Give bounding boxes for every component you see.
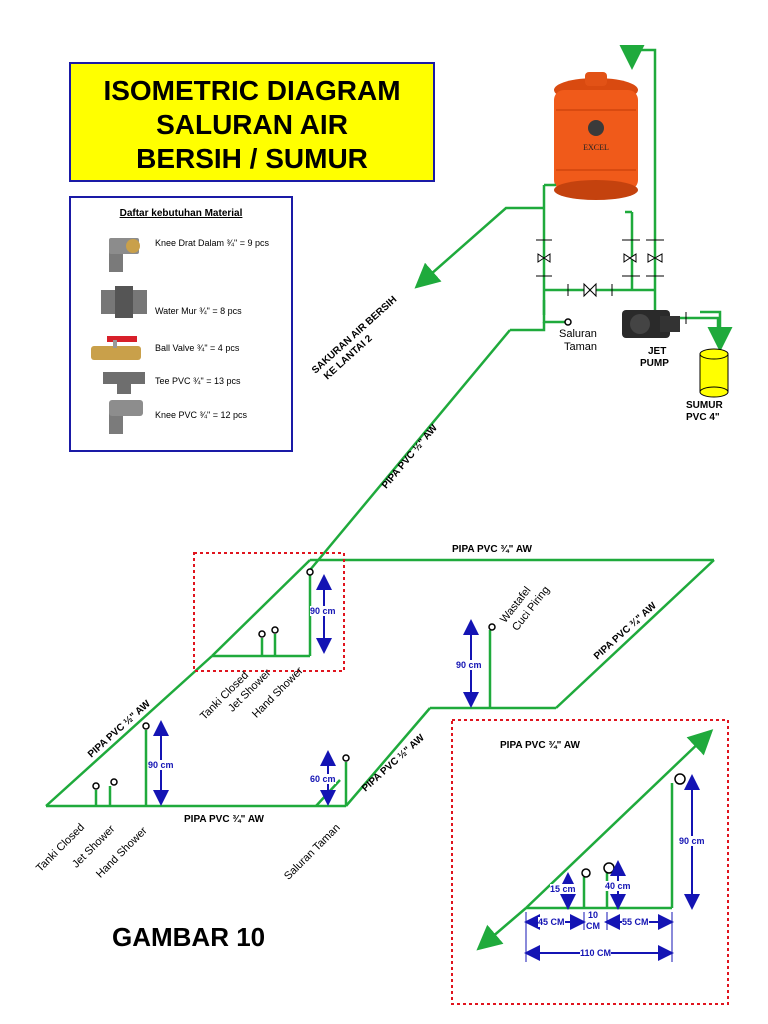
knee-pvc-icon	[109, 400, 143, 434]
materials-heading: Daftar kebutuhan Material	[119, 208, 243, 219]
taman-point	[564, 318, 572, 326]
ball-valve-icon-4	[567, 282, 613, 298]
svg-text:EXCEL: EXCEL	[583, 143, 609, 152]
sumur-icon	[699, 348, 729, 398]
detail-point	[581, 868, 591, 878]
dim-55: 55 CM	[622, 917, 649, 927]
label-sumur-b: PVC 4"	[686, 412, 720, 423]
jet-shower-point	[271, 626, 279, 634]
label-pipa-top: PIPA PVC ¾" AW	[452, 544, 532, 555]
figure-label: GAMBAR 10	[112, 922, 266, 952]
dim-10-a: 10	[588, 910, 599, 920]
detail-point	[674, 773, 686, 785]
dim-110: 110 CM	[580, 948, 612, 958]
label-jet-pump-b: PUMP	[640, 358, 669, 369]
fixture-points	[92, 318, 686, 878]
label-jet-pump-a: JET	[648, 346, 667, 357]
title-line-1: ISOMETRIC DIAGRAM	[103, 75, 401, 106]
title-box: ISOMETRIC DIAGRAM SALURAN AIR BERSIH / S…	[69, 62, 435, 182]
dim-15: 15 cm	[550, 884, 576, 894]
materials-list: Daftar kebutuhan Material Knee Drat Dala…	[69, 196, 293, 452]
pipe-network	[45, 45, 733, 951]
dim-40: 40 cm	[605, 881, 631, 891]
material-item-3: Ball Valve ¾" = 4 pcs	[155, 343, 240, 353]
ball-valve-icon-2	[622, 239, 640, 277]
water-tank-icon: EXCEL	[554, 72, 638, 200]
highlight-box-detail	[451, 719, 729, 1005]
tanki-closed-point	[92, 782, 100, 790]
ball-valve-icon-3	[646, 239, 664, 277]
material-item-5: Knee PVC ¾" = 12 pcs	[155, 410, 247, 420]
tanki-closed-point	[258, 630, 266, 638]
dim-60-taman: 60 cm	[310, 774, 336, 784]
wastafel-point	[488, 623, 496, 631]
dim-90-upper: 90 cm	[310, 606, 336, 616]
taman-point	[342, 754, 350, 762]
label-saluran-taman-top-a: Saluran	[559, 328, 597, 340]
title-line-3: BERSIH / SUMUR	[136, 143, 368, 174]
knee-drat-icon	[109, 238, 140, 272]
material-item-2: Water Mur ¾" = 8 pcs	[155, 306, 242, 316]
material-item-1: Knee Drat Dalam ¾" = 9 pcs	[155, 238, 269, 248]
jet-pump-icon	[622, 310, 680, 338]
valve-icons	[536, 239, 687, 324]
jet-shower-point	[110, 778, 118, 786]
water-mur-icon	[101, 286, 147, 318]
dim-90-detail: 90 cm	[679, 836, 705, 846]
dim-45: 45 CM	[538, 917, 565, 927]
detail-point	[603, 862, 615, 874]
highlight-box-bathroom	[193, 552, 345, 672]
hand-shower-point	[142, 722, 150, 730]
label-sumur-a: SUMUR	[686, 400, 723, 411]
material-item-4: Tee PVC ¾" = 13 pcs	[155, 376, 241, 386]
title-line-2: SALURAN AIR	[156, 109, 348, 140]
tee-pvc-icon	[103, 372, 145, 394]
ball-valve-icon	[91, 336, 141, 360]
label-saluran-taman-top-b: Taman	[564, 341, 598, 353]
label-pipa-detail: PIPA PVC ¾" AW	[500, 740, 580, 751]
hand-shower-point	[306, 568, 314, 576]
dim-90-wastafel: 90 cm	[456, 660, 482, 670]
label-pipa-bottom: PIPA PVC ¾" AW	[184, 814, 264, 825]
dim-10-b: CM	[586, 921, 600, 931]
dim-90-left: 90 cm	[148, 760, 174, 770]
ball-valve-icon-1	[536, 239, 552, 277]
